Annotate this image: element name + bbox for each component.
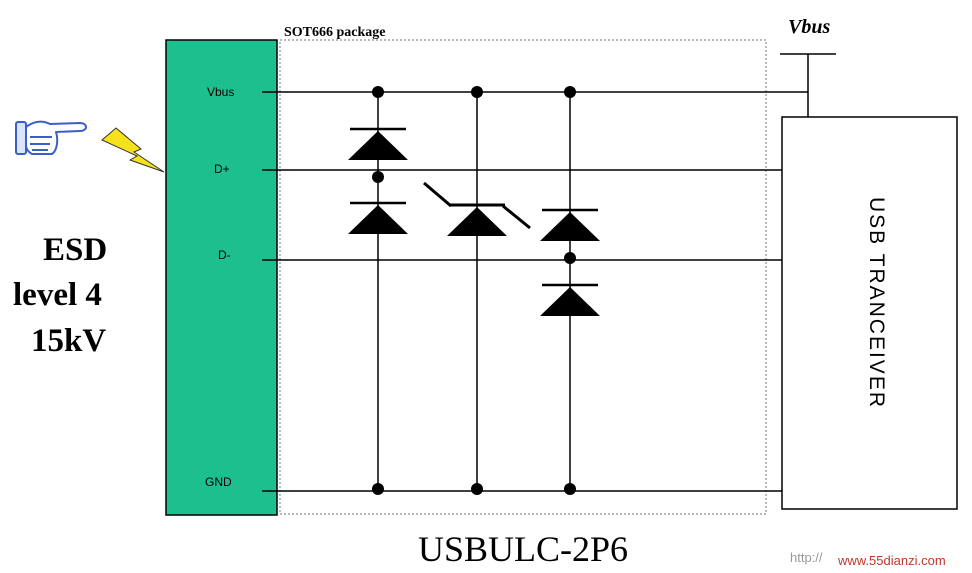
bus-lines bbox=[262, 91, 808, 492]
vbus-top-label: Vbus bbox=[788, 16, 830, 38]
diode-column-2 bbox=[540, 86, 600, 495]
esd-voltage: 15kV bbox=[31, 323, 106, 359]
part-number: USBULC-2P6 bbox=[418, 529, 628, 569]
zener-diode bbox=[447, 207, 507, 236]
junction-dot bbox=[564, 483, 576, 495]
watermark-prefix: http:// bbox=[790, 550, 823, 565]
vbus-terminal bbox=[780, 53, 836, 117]
pin-label-vbus: Vbus bbox=[207, 85, 234, 99]
junction-dot bbox=[372, 86, 384, 98]
diode-1-upper bbox=[348, 131, 408, 160]
junction-dot bbox=[471, 86, 483, 98]
zener-column bbox=[423, 86, 531, 495]
junction-dot bbox=[471, 483, 483, 495]
junction-dot bbox=[372, 483, 384, 495]
esd-level: level 4 bbox=[13, 277, 102, 313]
diode-3-upper bbox=[540, 212, 600, 241]
esd-title: ESD bbox=[43, 232, 107, 268]
junction-dot bbox=[564, 86, 576, 98]
diode-3-lower bbox=[540, 287, 600, 316]
usb-transceiver-box bbox=[781, 116, 958, 510]
package-outline bbox=[279, 39, 767, 515]
junction-dot bbox=[564, 252, 576, 264]
junction-dot bbox=[372, 171, 384, 183]
diode-column-1 bbox=[348, 86, 408, 495]
watermark-site: www.55dianzi.com bbox=[837, 553, 946, 568]
pin-label-dminus: D- bbox=[218, 248, 231, 262]
transceiver-label: USB TRANCEIVER bbox=[865, 197, 888, 409]
pin-label-dplus: D+ bbox=[214, 162, 230, 176]
pin-label-gnd: GND bbox=[205, 475, 232, 489]
usb-connector bbox=[165, 39, 278, 516]
package-label: SOT666 package bbox=[284, 25, 386, 40]
pointing-hand-icon bbox=[15, 120, 87, 155]
lightning-bolt-icon bbox=[101, 127, 165, 173]
diode-1-lower bbox=[348, 205, 408, 234]
